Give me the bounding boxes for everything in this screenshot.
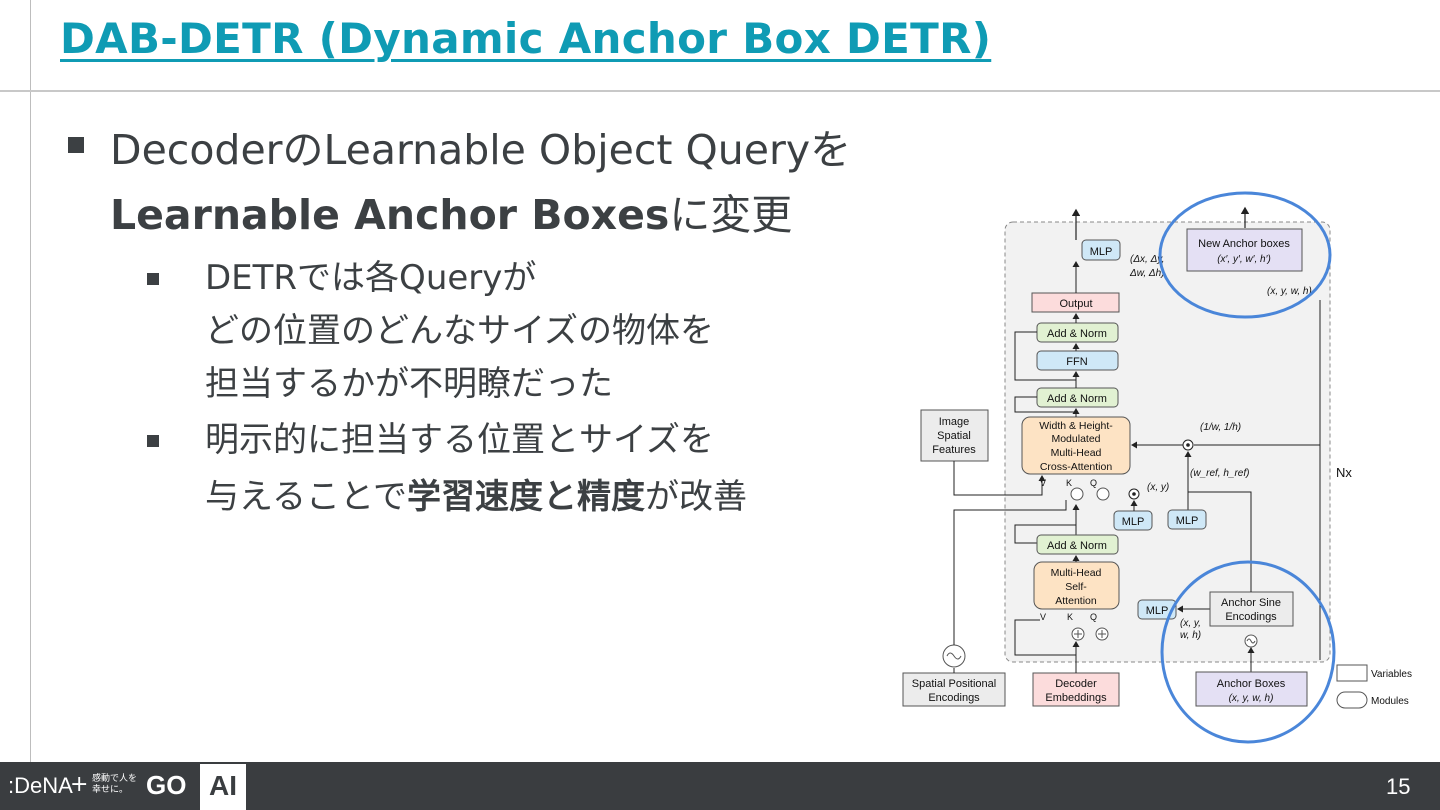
self-k-label: K (1067, 612, 1073, 622)
residual-loop-ffn (1014, 331, 1076, 381)
new-anchor-title: New Anchor boxes (1198, 238, 1290, 250)
sub-bullet-1-line-1: DETRでは各Queryが (205, 258, 537, 298)
anchor-boxes-sub: (x, y, w, h) (1229, 693, 1274, 704)
ai-badge: AI (200, 764, 246, 810)
cross-q-label: Q (1090, 478, 1097, 488)
highlight-circle-bottom (1160, 560, 1336, 744)
decoder-emb-line-1: Decoder (1055, 678, 1097, 690)
sub-bullet-marker-1 (147, 273, 159, 285)
page-number: 15 (1386, 774, 1411, 799)
cross-k-label: K (1066, 478, 1072, 488)
anchor-sine-line-1: Anchor Sine (1221, 597, 1281, 609)
bullet-line-2-rest: に変更 (669, 191, 793, 239)
anchor-boxes-title: Anchor Boxes (1217, 678, 1286, 690)
sub-bullet-2-pre: 与えることで (205, 477, 407, 517)
title-divider (0, 90, 1440, 92)
mlp-mid-1-box (1113, 510, 1153, 531)
mlp-mid-2-box (1167, 509, 1207, 530)
delta-label-1: (Δx, Δy, (1130, 254, 1164, 265)
new-anchor-boxes-box (1186, 228, 1303, 272)
spatial-pos-line-2: Encodings (928, 692, 980, 704)
add-norm-2-label: Add & Norm (1047, 393, 1107, 405)
mlp-mid-2-label: MLP (1176, 515, 1199, 527)
sub-bullet-marker-2 (147, 435, 159, 447)
anchor-sine-box (1209, 591, 1294, 627)
anchor-boxes-box (1195, 671, 1308, 707)
image-features-line-1: Image (939, 416, 970, 428)
bullet-line-2-bold: Learnable Anchor Boxes (110, 191, 670, 239)
slide-title: DAB-DETR (Dynamic Anchor Box DETR) (60, 14, 992, 63)
mlp-top-box (1081, 239, 1121, 261)
legend-variables-label: Variables (1371, 669, 1412, 680)
cross-v-label: V (1040, 478, 1046, 488)
mlp-low-label: MLP (1146, 605, 1169, 617)
bullet-marker (68, 137, 84, 153)
add-norm-1-label: Add & Norm (1047, 540, 1107, 552)
bullet-line-2: Learnable Anchor Boxesに変更 (110, 183, 990, 247)
add-norm-1-box (1036, 534, 1119, 555)
self-v-label: V (1040, 612, 1046, 622)
ai-badge-text: AI (209, 770, 237, 801)
add-norm-3-label: Add & Norm (1047, 328, 1107, 340)
output-label: Output (1059, 298, 1092, 310)
cross-attn-line-3: Multi-Head (1051, 447, 1102, 459)
highlight-circle-top (1158, 191, 1332, 319)
ffn-label: FFN (1066, 356, 1087, 368)
concat-q-icon (1096, 487, 1110, 501)
decoder-embeddings-box (1032, 672, 1120, 707)
cross-attn-line-2: Modulated (1051, 433, 1100, 445)
legend-modules-swatch (1336, 691, 1368, 709)
delta-label-2: Δw, Δh) (1129, 268, 1165, 279)
decoder-emb-line-2: Embeddings (1045, 692, 1107, 704)
xywh-right-label: (x, y, w, h) (1267, 286, 1312, 297)
sub-bullet-1-line-3: 担当するかが不明瞭だった (205, 364, 613, 404)
concat-k-icon (1070, 487, 1084, 501)
self-attn-line-2: Self- (1065, 581, 1087, 593)
mlp-mid-1-label: MLP (1122, 516, 1145, 528)
mlp-top-label: MLP (1090, 246, 1113, 258)
legend-modules-label: Modules (1371, 696, 1409, 707)
dena-logo: :DeNA (8, 773, 73, 798)
mlp-low-box (1137, 599, 1177, 620)
nx-label: Nx (1336, 465, 1352, 480)
self-attn-line-1: Multi-Head (1051, 567, 1102, 579)
spatial-pos-line-1: Spatial Positional (912, 678, 996, 690)
image-features-line-2: Spatial (937, 430, 971, 442)
ffn-box (1036, 350, 1119, 371)
sub-bullet-2-bold: 学習速度と精度 (406, 477, 645, 517)
residual-loop-self (1014, 524, 1076, 544)
sub-bullet-1-line-2: どの位置のどんなサイズの物体を (205, 311, 714, 351)
legend-variables-swatch (1336, 664, 1368, 682)
footer-plus: + (70, 772, 89, 797)
xywh-low-label-1: (x, y, (1180, 618, 1201, 629)
scale-label: (1/w, 1/h) (1200, 422, 1241, 433)
wh-ref-label: (w_ref, h_ref) (1190, 468, 1249, 479)
xy-label: (x, y) (1147, 482, 1169, 493)
sub-bullet-2-line-1: 明示的に担当する位置とサイズを (205, 420, 714, 460)
left-divider (30, 0, 31, 762)
cross-attn-line-1: Width & Height- (1039, 420, 1113, 432)
go-slogan: 感動で人を幸せに。 (92, 774, 138, 795)
image-features-line-3: Features (932, 444, 976, 456)
xywh-low-label-2: w, h) (1180, 630, 1201, 641)
image-to-v-arrow (953, 461, 1046, 496)
cross-attn-line-4: Cross-Attention (1040, 461, 1113, 473)
bullet-line-1: DecoderのLearnable Object Queryを (110, 126, 852, 174)
go-logo: GO (146, 770, 187, 800)
sub-bullet-2-post: が改善 (644, 477, 747, 517)
self-attn-line-3: Attention (1055, 595, 1097, 607)
anchor-sine-line-2: Encodings (1225, 611, 1277, 623)
image-features-box (920, 409, 989, 462)
sub-bullet-2-line-2: 与えることで学習速度と精度が改善 (205, 471, 747, 523)
self-q-label: Q (1090, 612, 1097, 622)
new-anchor-sub: (x′, y′, w′, h′) (1217, 254, 1271, 265)
residual-loop-cross (1014, 396, 1076, 413)
